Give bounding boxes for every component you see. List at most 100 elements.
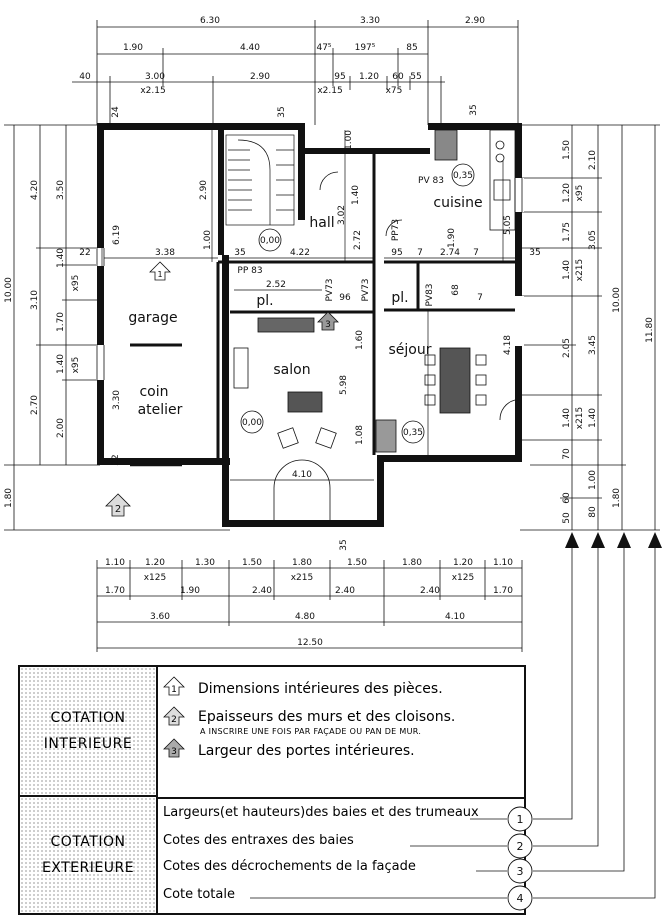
legend-exterior-item-2: Cotes des entraxes des baies: [163, 833, 354, 848]
top-dim-x215a: x2.15: [140, 86, 165, 96]
legend-exterior-title-line1: COTATION: [50, 834, 126, 850]
right-dim-x95: x95: [575, 185, 585, 202]
label-pv83b: PV83: [425, 283, 435, 306]
area-value-2: 0,00: [242, 418, 262, 428]
right-dim-80: 80: [588, 506, 598, 518]
exterior-walls: [97, 123, 522, 527]
area-value-1: 0,00: [260, 236, 280, 246]
svg-text:1: 1: [171, 685, 177, 695]
floor-plan-drawing: 6.30 3.30 2.90 1.90 4.40 47⁵ 197⁵ 85 40 …: [4, 16, 662, 652]
right-dim-1-40a: 1.40: [562, 260, 572, 280]
left-dim-1-70: 1.70: [56, 312, 66, 332]
int-dim-35b: 35: [529, 248, 540, 258]
int-dim-96: 96: [339, 293, 351, 303]
right-dim-x215a: x215: [575, 259, 585, 282]
int-dim-2-52: 2.52: [266, 280, 286, 290]
legend-exterior-title-line2: EXTERIEURE: [41, 860, 135, 876]
left-dim-3-50: 3.50: [56, 180, 66, 200]
int-dim-35d: 35: [469, 104, 479, 115]
int-dim-4-22: 4.22: [290, 248, 310, 258]
staircase: [225, 134, 295, 226]
bot-dim-1-20b: 1.20: [453, 558, 473, 568]
room-label-atelier: atelier: [138, 402, 183, 418]
area-value-4: 0,35: [403, 428, 423, 438]
left-dim-x95b: x95: [71, 357, 81, 374]
int-dim-2-74: 2.74: [440, 248, 460, 258]
int-dim-35a: 35: [234, 248, 245, 258]
legend-exterior-item-4: Cote totale: [163, 887, 235, 902]
exterior-dim-triangles: [565, 532, 662, 548]
bot-dim-1-50a: 1.50: [242, 558, 262, 568]
legend-exterior-item-3: Cotes des décrochements de la façade: [163, 859, 416, 874]
top-dim-x75: x75: [386, 86, 403, 96]
legend-interior-item-2: Epaisseurs des murs et des cloisons.: [198, 709, 456, 725]
left-dim-1-40b: 1.40: [56, 354, 66, 374]
kitchen-counters: [434, 129, 516, 231]
int-dim-1-60: 1.60: [355, 330, 365, 350]
legend-box: COTATION INTERIEURE COTATION EXTERIEURE …: [18, 665, 526, 915]
top-dim-95: 95: [334, 72, 345, 82]
left-dim-x95a: x95: [71, 275, 81, 292]
top-dim-60: 60: [392, 72, 404, 82]
room-label-hall: hall: [309, 215, 334, 231]
right-dim-1-40: 1.40: [588, 408, 598, 428]
salon-furniture: [233, 317, 397, 453]
stair-dim-2-90: 2.90: [199, 180, 209, 200]
right-dim-1-50: 1.50: [562, 140, 572, 160]
bot-dim-1-70b: 1.70: [493, 586, 513, 596]
marker-arrow-3: 3: [317, 311, 339, 331]
left-dim-2-00: 2.00: [56, 418, 66, 438]
right-dim-70: 70: [562, 448, 572, 460]
label-pv83a: PV 83: [418, 176, 444, 186]
int-dim-1-08: 1.08: [355, 425, 365, 445]
right-dim-1-20: 1.20: [562, 183, 572, 203]
bot-dim-1-50b: 1.50: [347, 558, 367, 568]
room-label-pl-2: pl.: [391, 290, 408, 306]
legend-interior-title: COTATION INTERIEURE: [20, 667, 158, 797]
bot-dim-1-90: 1.90: [180, 586, 200, 596]
top-dim-6-30: 6.30: [200, 16, 220, 26]
dining-table: [424, 347, 487, 414]
int-dim-35e: 35: [339, 539, 349, 550]
int-dim-2-72: 2.72: [353, 230, 363, 250]
right-dim-2-10: 2.10: [588, 150, 598, 170]
room-label-pl-1: pl.: [256, 293, 273, 309]
int-dim-95: 95: [391, 248, 402, 258]
bot-dim-x125a: x125: [144, 573, 167, 583]
bot-dim-1-30: 1.30: [195, 558, 215, 568]
legend-arrow-2: 2: [163, 706, 185, 726]
int-dim-5-05: 5.05: [503, 215, 513, 235]
svg-text:2: 2: [115, 504, 121, 515]
bot-dim-2-40c: 2.40: [420, 586, 440, 596]
top-dim-40: 40: [79, 72, 91, 82]
top-dim-85: 85: [406, 43, 417, 53]
legend-interior-title-line2: INTERIEURE: [43, 736, 133, 752]
area-circle-3: [451, 163, 475, 187]
room-label-coin: coin: [139, 384, 168, 400]
room-label-salon: salon: [273, 362, 310, 378]
int-dim-4-10: 4.10: [292, 470, 312, 480]
svg-text:2: 2: [171, 715, 177, 725]
bot-dim-2-40a: 2.40: [252, 586, 272, 596]
right-dim-1-40b: 1.40: [562, 408, 572, 428]
top-dim-3-30: 3.30: [360, 16, 380, 26]
bot-dim-4-10: 4.10: [445, 612, 465, 622]
room-label-sejour: séjour: [389, 342, 432, 358]
int-dim-24: 24: [111, 106, 121, 118]
bot-dim-x215: x215: [291, 573, 314, 583]
legend-arrow-3: 3: [163, 738, 185, 758]
svg-text:3: 3: [171, 747, 177, 757]
doors: [273, 171, 516, 520]
int-dim-3-02: 3.02: [337, 205, 347, 225]
left-dim-10-00: 10.00: [4, 277, 14, 303]
bot-dim-4-80: 4.80: [295, 612, 315, 622]
right-dim-50: 50: [562, 512, 572, 524]
top-dim-197: 197⁵: [355, 43, 376, 53]
bot-dim-1-10b: 1.10: [493, 558, 513, 568]
room-label-garage: garage: [128, 310, 177, 326]
legend-exterior-title: COTATION EXTERIEURE: [20, 797, 158, 913]
int-dim-1-90: 1.90: [447, 228, 457, 248]
left-dim-1-80: 1.80: [4, 488, 14, 508]
area-circle-2: [240, 410, 264, 434]
